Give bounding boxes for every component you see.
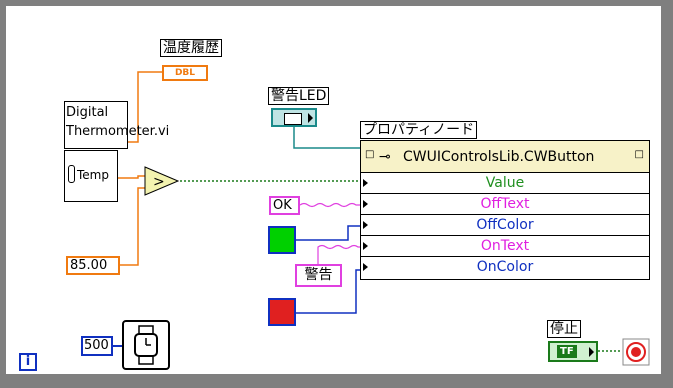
property-row-ontext[interactable]: OnText [361, 235, 649, 256]
stop-label: 停止 [547, 320, 581, 338]
terminal-arrow-icon [589, 347, 594, 357]
reference-in-icon: □ [365, 149, 375, 160]
compare-symbol: > [153, 174, 165, 190]
input-arrow-icon [363, 221, 368, 229]
loop-iteration-terminal: i [19, 353, 37, 371]
wait-ms-constant[interactable]: 500 [81, 336, 113, 356]
wire-history [128, 71, 162, 143]
input-arrow-icon [363, 242, 368, 250]
on-color-constant[interactable] [268, 298, 296, 326]
property-node-class: CWUIControlsLib.CWButton [403, 149, 595, 165]
reference-out-icon: □ [634, 149, 644, 160]
temp-terminal[interactable]: Temp [64, 150, 118, 202]
threshold-constant[interactable]: 85.00 [66, 256, 120, 275]
history-indicator-terminal[interactable]: DBL [162, 65, 208, 81]
property-offtext: OffText [480, 196, 530, 212]
property-node-label: プロパティノード [360, 121, 478, 139]
key-icon: ⊸ [379, 149, 391, 165]
property-ontext: OnText [480, 238, 530, 254]
wire-on-color [296, 269, 360, 314]
loop-condition-terminal[interactable] [622, 338, 650, 366]
subvi-name-line2: Thermometer.vi [66, 124, 170, 139]
wristwatch-icon [134, 325, 158, 365]
offtext-constant[interactable]: OK [269, 196, 300, 215]
greater-than-node[interactable]: > [144, 166, 180, 196]
property-row-offcolor[interactable]: OffColor [361, 214, 649, 235]
history-indicator-type: DBL [174, 68, 196, 78]
property-oncolor: OnColor [476, 259, 534, 275]
wire-temp-to-compare [118, 175, 146, 179]
input-arrow-icon [363, 263, 368, 271]
history-label: 温度履歴 [160, 39, 222, 57]
off-color-constant[interactable] [268, 226, 296, 254]
digital-thermometer-subvi[interactable]: Digital Thermometer.vi [64, 101, 169, 149]
property-node[interactable]: □ ⊸ CWUIControlsLib.CWButton □ Value Off… [360, 140, 650, 280]
property-offcolor: OffColor [476, 217, 534, 233]
led-label: 警告LED [268, 87, 330, 105]
property-value: Value [485, 175, 525, 191]
stop-terminal[interactable]: TF [548, 341, 598, 362]
input-arrow-icon [363, 179, 368, 187]
stop-if-true-icon [622, 338, 650, 366]
wire-off-text [299, 202, 360, 208]
property-row-value[interactable]: Value [361, 172, 649, 193]
led-refnum-icon [284, 113, 302, 125]
property-row-offtext[interactable]: OffText [361, 193, 649, 214]
wire-threshold [120, 187, 146, 266]
wait-ms-node[interactable] [122, 320, 170, 370]
subvi-name-line1: Digital [66, 105, 109, 120]
stop-terminal-type: TF [557, 345, 577, 358]
thermometer-icon [68, 165, 75, 183]
temp-terminal-label: Temp [77, 168, 109, 182]
wire-off-color [296, 225, 360, 241]
input-arrow-icon [363, 200, 368, 208]
ontext-constant[interactable]: 警告 [295, 264, 342, 287]
warning-led-refnum[interactable] [271, 108, 317, 127]
wire-led-ref [293, 117, 362, 149]
refnum-arrow-icon [308, 113, 313, 123]
property-row-oncolor[interactable]: OnColor [361, 256, 649, 277]
wire-on-text [317, 244, 360, 265]
property-node-header: □ ⊸ CWUIControlsLib.CWButton □ [361, 141, 649, 172]
